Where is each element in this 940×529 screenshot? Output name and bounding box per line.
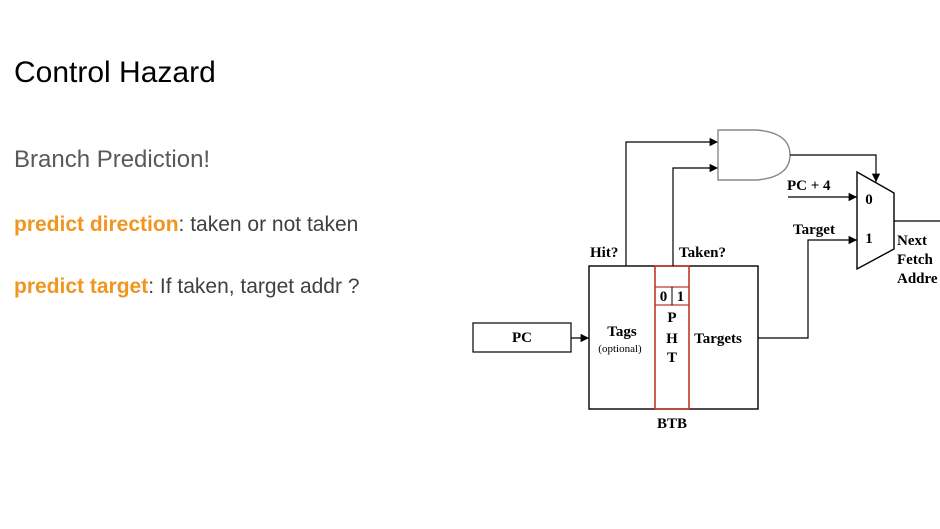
- taken-label: Taken?: [679, 245, 726, 261]
- tags-label: Tags: [607, 324, 637, 340]
- pht-bit-1: 1: [677, 289, 685, 305]
- mux: [856, 170, 895, 271]
- bullet-text: : taken or not taken: [178, 213, 359, 236]
- targets-label: Targets: [694, 331, 742, 347]
- bullet-keyword: predict direction: [14, 213, 179, 236]
- hit-wire: [625, 137, 718, 266]
- next-fetch-line-3: Addre: [897, 271, 938, 287]
- and-gate: [717, 129, 791, 181]
- slide-subtitle: Branch Prediction!: [14, 146, 211, 173]
- pht-column: [654, 265, 690, 410]
- tags-sub-label: (optional): [598, 343, 642, 355]
- pht-letter-h: H: [666, 331, 678, 347]
- pc-box: [472, 322, 572, 353]
- pc-label: PC: [512, 330, 532, 346]
- mux-input-0: 0: [865, 192, 873, 208]
- next-fetch-line-1: Next: [897, 233, 927, 249]
- btb-label: BTB: [657, 416, 687, 432]
- bullet-direction: predict direction: taken or not taken: [14, 213, 358, 237]
- select-wire: [790, 154, 881, 182]
- pht-letter-p: P: [667, 310, 676, 326]
- next-fetch-line-2: Fetch: [897, 252, 933, 268]
- slide-title: Control Hazard: [14, 56, 216, 89]
- hit-label: Hit?: [590, 245, 618, 261]
- bullet-keyword: predict target: [14, 275, 149, 298]
- pht-letter-t: T: [667, 350, 677, 366]
- pht-bit-0: 0: [660, 289, 668, 305]
- taken-wire: [672, 163, 718, 266]
- target-label: Target: [793, 222, 835, 238]
- pc-plus-4-label: PC + 4: [787, 178, 831, 194]
- mux-input-1: 1: [865, 231, 873, 247]
- bullet-target: predict target: If taken, target addr ?: [14, 275, 360, 299]
- bullet-text: : If taken, target addr ?: [148, 275, 360, 298]
- target-wire: [758, 235, 857, 339]
